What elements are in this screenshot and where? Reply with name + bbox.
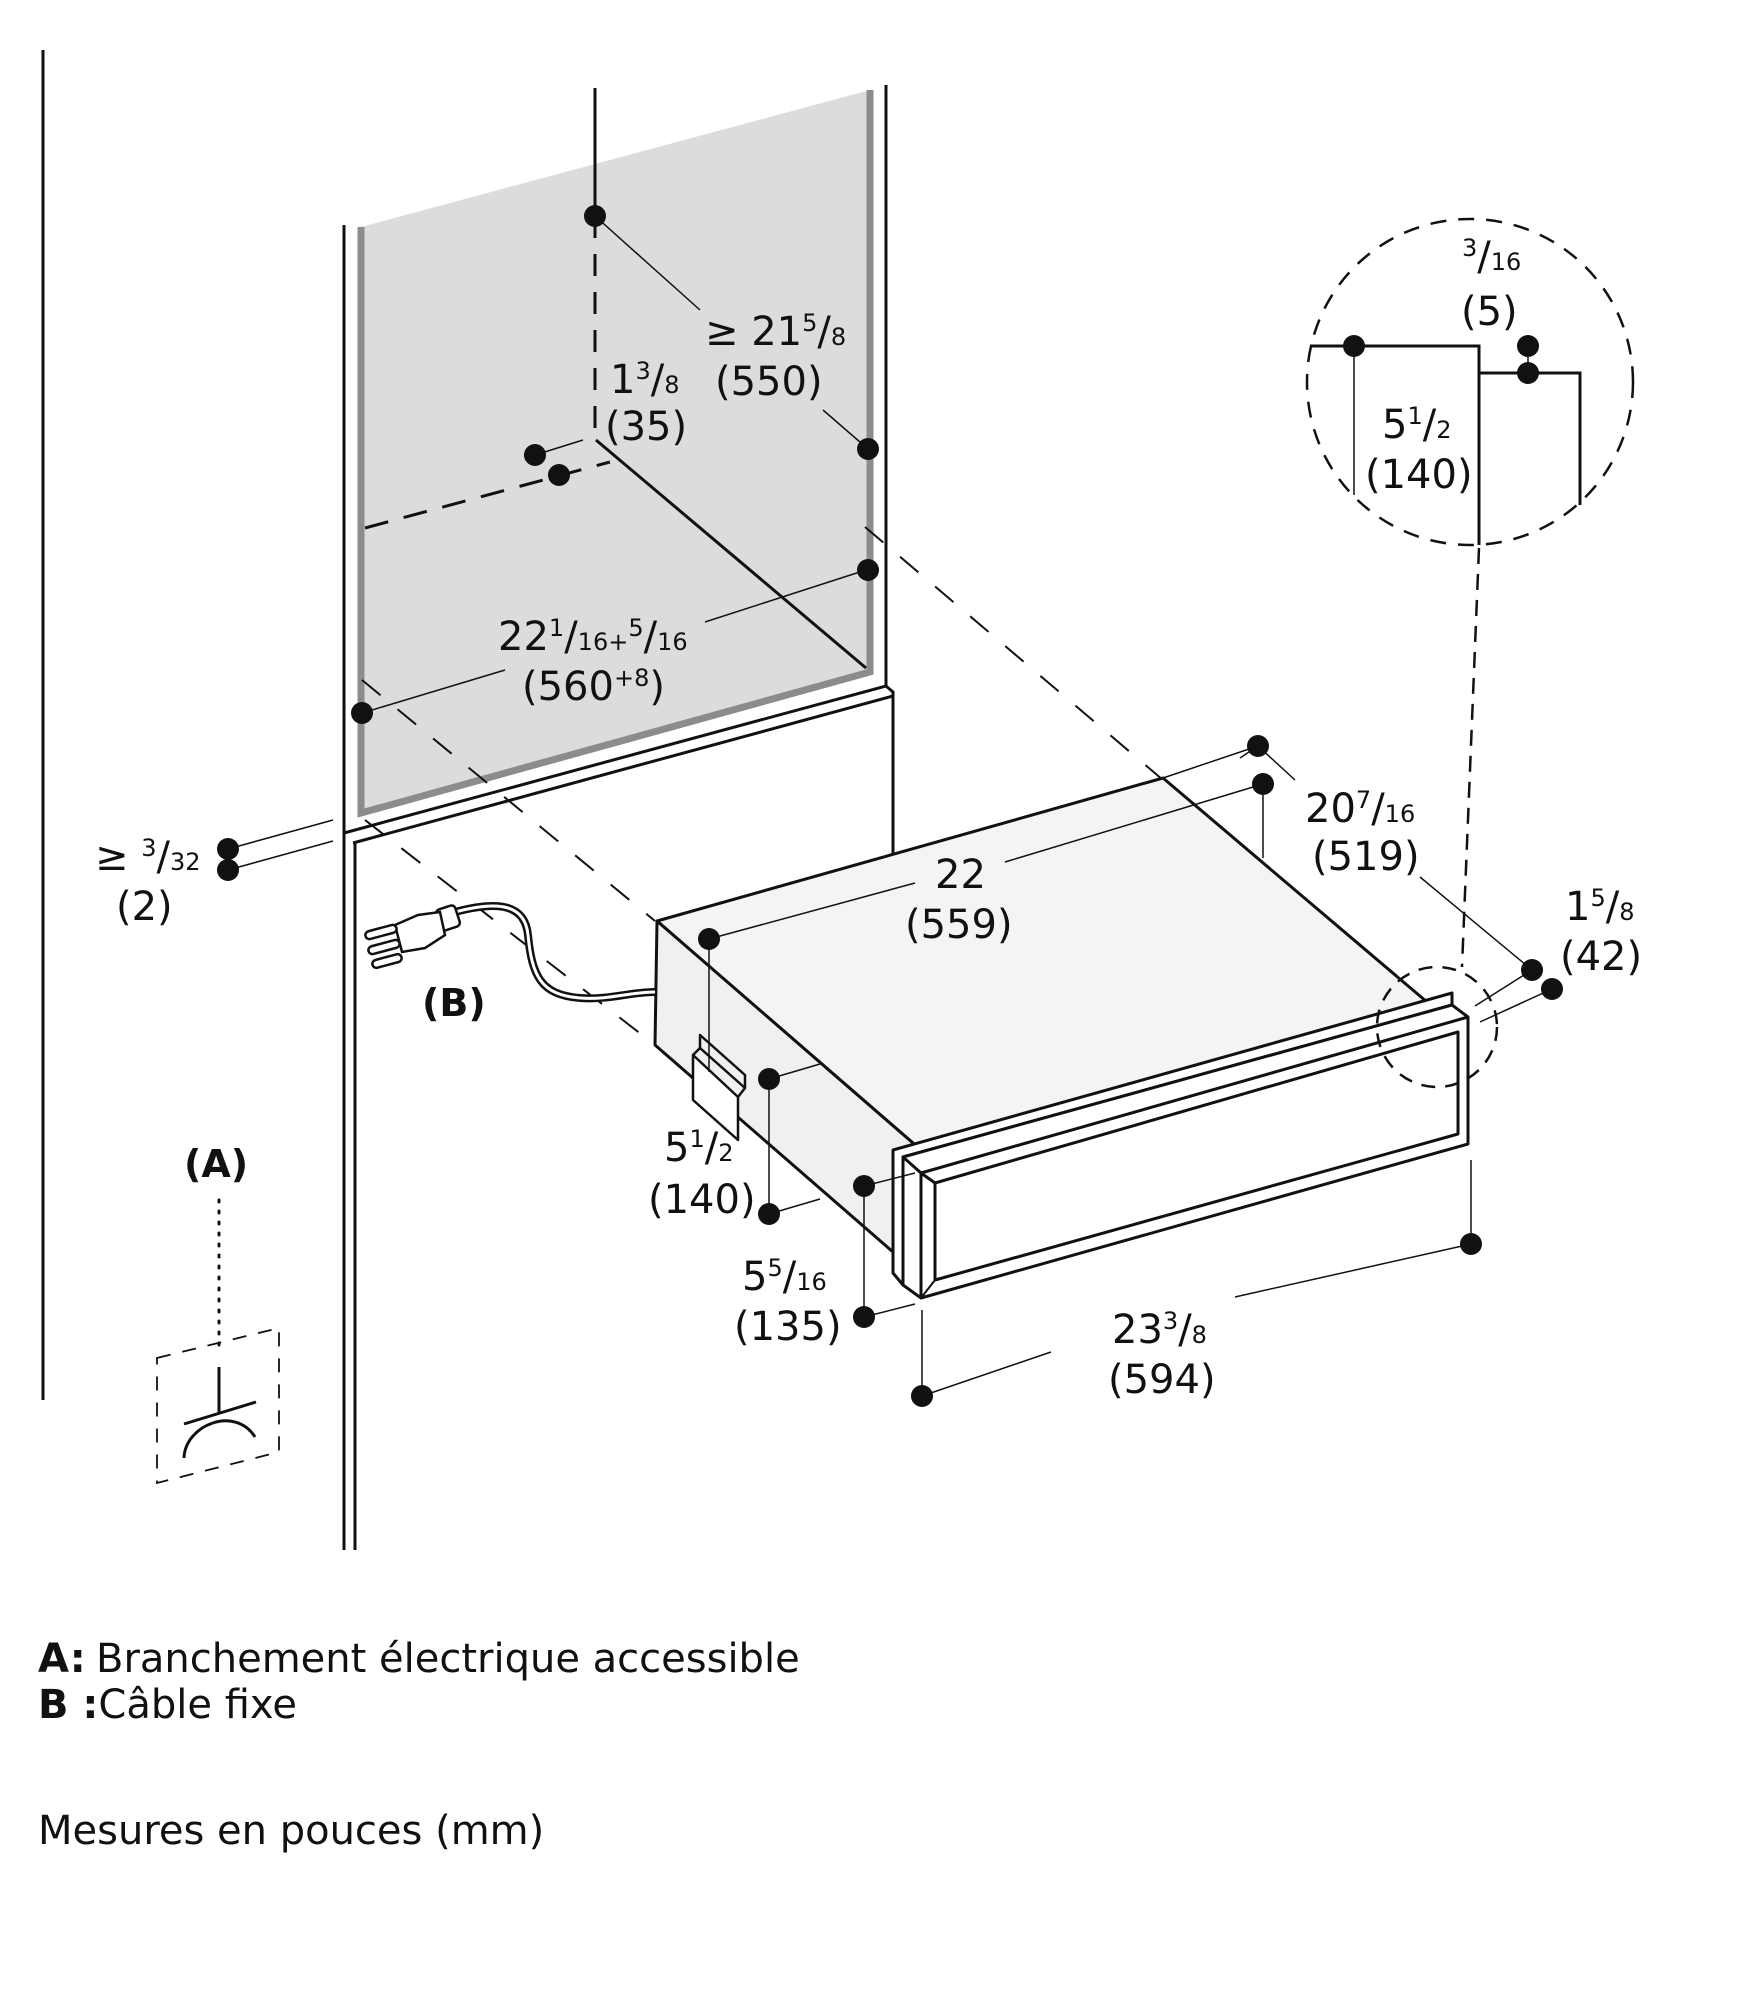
legend-text: Câble fixe	[98, 1682, 297, 1728]
legend-item-b: B :Câble fixe	[38, 1682, 800, 1728]
dim-side-gap-mm: (2)	[116, 884, 173, 930]
warming-drawer	[653, 776, 1470, 1300]
dim-detail-gap: 3/16	[1462, 234, 1521, 280]
drawer-dim-lines	[708, 745, 1553, 1397]
niche-panel-edge	[357, 90, 874, 818]
dim-niche-width: 221/16+5/16	[498, 614, 688, 660]
power-cable	[453, 902, 656, 1003]
dim-front-depth: 15/8	[1565, 884, 1635, 930]
dim-front-width-mm: (594)	[1108, 1357, 1216, 1403]
dim-side-gap: ≥ 3/32	[95, 834, 201, 880]
side-gap-dim-lines	[227, 819, 334, 871]
dimension-dots	[217, 205, 1563, 1407]
legend-key: B :	[38, 1682, 99, 1728]
callout-b: (B)	[422, 981, 486, 1025]
dim-front-height: 55/16	[742, 1254, 827, 1300]
socket-symbol	[156, 1198, 280, 1485]
dim-top-offset-mm: (35)	[605, 404, 687, 450]
dim-detail-gap-mm: (5)	[1461, 289, 1518, 335]
plug-icon	[364, 904, 462, 970]
units-note: Mesures en pouces (mm)	[38, 1808, 545, 1854]
dim-front-height-mm: (135)	[734, 1304, 842, 1350]
legend: A:Branchement électrique accessible B :C…	[38, 1636, 800, 1728]
niche-panel	[361, 90, 870, 813]
dim-body-width-mm: (559)	[905, 902, 1013, 948]
projection-lines	[361, 526, 1164, 1046]
dim-body-depth: 207/16	[1305, 786, 1415, 832]
dim-niche-depth: ≥ 215/8	[705, 309, 846, 355]
dim-body-height: 51/2	[664, 1125, 734, 1171]
dim-top-offset: 13/8	[610, 357, 680, 403]
legend-text: Branchement électrique accessible	[96, 1636, 800, 1682]
dim-front-width: 233/8	[1112, 1307, 1207, 1353]
dim-niche-width-mm: (560+8)	[522, 664, 665, 710]
legend-item-a: A:Branchement électrique accessible	[38, 1636, 800, 1682]
dim-body-depth-mm: (519)	[1312, 834, 1420, 880]
legend-key: A:	[38, 1636, 86, 1682]
detail-circle	[1305, 217, 1635, 1089]
dim-detail-height-mm: (140)	[1365, 452, 1473, 498]
front-recess	[933, 1030, 1460, 1282]
dim-niche-depth-mm: (550)	[715, 359, 823, 405]
dim-body-width: 22	[935, 852, 986, 898]
dim-front-depth-mm: (42)	[1560, 934, 1642, 980]
callout-a: (A)	[184, 1142, 248, 1186]
dim-detail-height: 51/2	[1382, 402, 1452, 448]
connector-bracket	[691, 1033, 747, 1142]
dim-body-height-mm: (140)	[648, 1177, 756, 1223]
cabinet	[342, 85, 895, 1550]
